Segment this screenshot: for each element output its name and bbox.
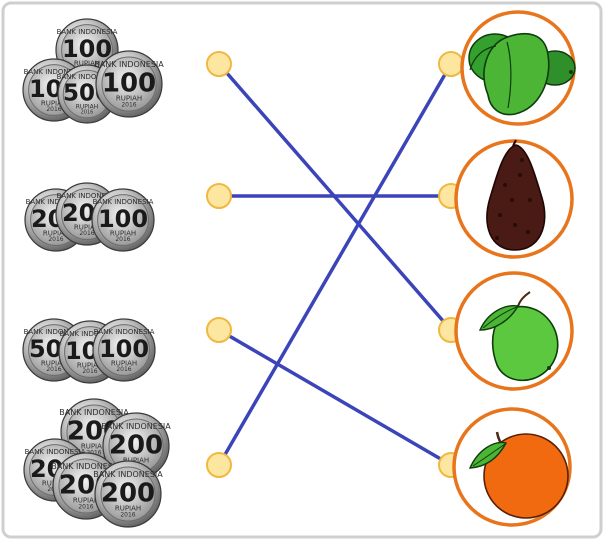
connection-lines (217, 62, 453, 467)
coin-bank-text: BANK INDONESIA (57, 73, 118, 81)
coin-bank-text: BANK INDONESIA (101, 422, 171, 431)
coin-value: 200 (109, 430, 163, 460)
coin-year: 2016 (82, 368, 97, 375)
coin-bank-text: BANK INDONESIA (94, 60, 164, 69)
coin-year: 2016 (79, 230, 94, 237)
coin-currency: RUPIAH (115, 505, 141, 513)
coin-currency: RUPIAH (116, 95, 142, 103)
coin-value: 100 (102, 68, 156, 98)
coin-bank-text: BANK INDONESIA (24, 68, 85, 76)
coin-currency: RUPIAH (77, 362, 103, 370)
coin-bank-text: BANK INDONESIA (93, 470, 163, 479)
coin-currency: RUPIAH (81, 443, 107, 451)
coin-currency: RUPIAH (43, 230, 69, 238)
coin-year: 2016 (86, 449, 101, 456)
coin-currency: RUPIAH (111, 360, 137, 368)
fruit-option-guava[interactable] (454, 271, 574, 391)
coin-face (97, 194, 149, 246)
fruit-option-avocado[interactable] (454, 139, 574, 259)
left-dot-4[interactable] (206, 452, 232, 478)
coin-face (101, 56, 157, 112)
coin-bank-text: BANK INDONESIA (93, 198, 154, 206)
mango-icon (468, 32, 576, 116)
coin-value: 100 (98, 205, 148, 233)
coin-currency: RUPIAH (41, 360, 67, 368)
coin-year: 2016 (115, 236, 130, 243)
coin-face (98, 324, 150, 376)
left-dot-3[interactable] (206, 317, 232, 343)
coin-bank-text: BANK INDONESIA (51, 462, 121, 471)
coin-bank-text: BANK INDONESIA (26, 198, 87, 206)
coin-year: 2016 (46, 106, 61, 113)
left-dot-1[interactable] (206, 51, 232, 77)
coin-year: 2016 (116, 366, 131, 373)
coin-year: 2016 (48, 236, 63, 243)
connection-line-3[interactable] (217, 328, 453, 467)
coin-currency: RUPIAH (110, 230, 136, 238)
coin-year: 2016 (81, 110, 94, 116)
coin-bank-text: BANK INDONESIA (57, 192, 118, 200)
coin-bank-text: BANK INDONESIA (94, 328, 155, 336)
coin-currency: RUPIAH (41, 100, 67, 108)
left-dot-2[interactable] (206, 183, 232, 209)
coin-year: 2016 (78, 503, 93, 510)
fruit-option-orange[interactable] (452, 407, 572, 527)
coin-currency: RUPIAH (123, 457, 149, 465)
coin-currency: RUPIAH (73, 497, 99, 505)
coin-bank-text: BANK INDONESIA (60, 330, 121, 338)
connection-line-4[interactable] (217, 62, 453, 467)
coin-bank-text: BANK INDONESIA (59, 408, 129, 417)
coin-bank-text: BANK INDONESIA (25, 448, 86, 456)
avocado-icon (486, 139, 546, 251)
coin-face (100, 466, 156, 522)
coin-year: 2016 (121, 101, 136, 108)
coin-value: 200 (101, 478, 155, 508)
guava-icon (478, 291, 559, 382)
coin-currency: RUPIAH (74, 224, 100, 232)
coin-bank-text: BANK INDONESIA (57, 28, 118, 36)
coin-value: 100 (99, 335, 149, 363)
coin-currency: RUPIAH (76, 104, 99, 111)
left-dots (206, 51, 232, 478)
fruit-option-mango[interactable] (460, 10, 576, 126)
coin-bank-text: BANK INDONESIA (24, 328, 85, 336)
coin-value: 100 (62, 35, 112, 63)
coin-year: 2016 (46, 366, 61, 373)
coin-year: 2016 (120, 511, 135, 518)
orange-icon (468, 431, 569, 519)
right-dot-1[interactable] (438, 51, 464, 77)
coin-currency: RUPIAH (74, 60, 100, 68)
